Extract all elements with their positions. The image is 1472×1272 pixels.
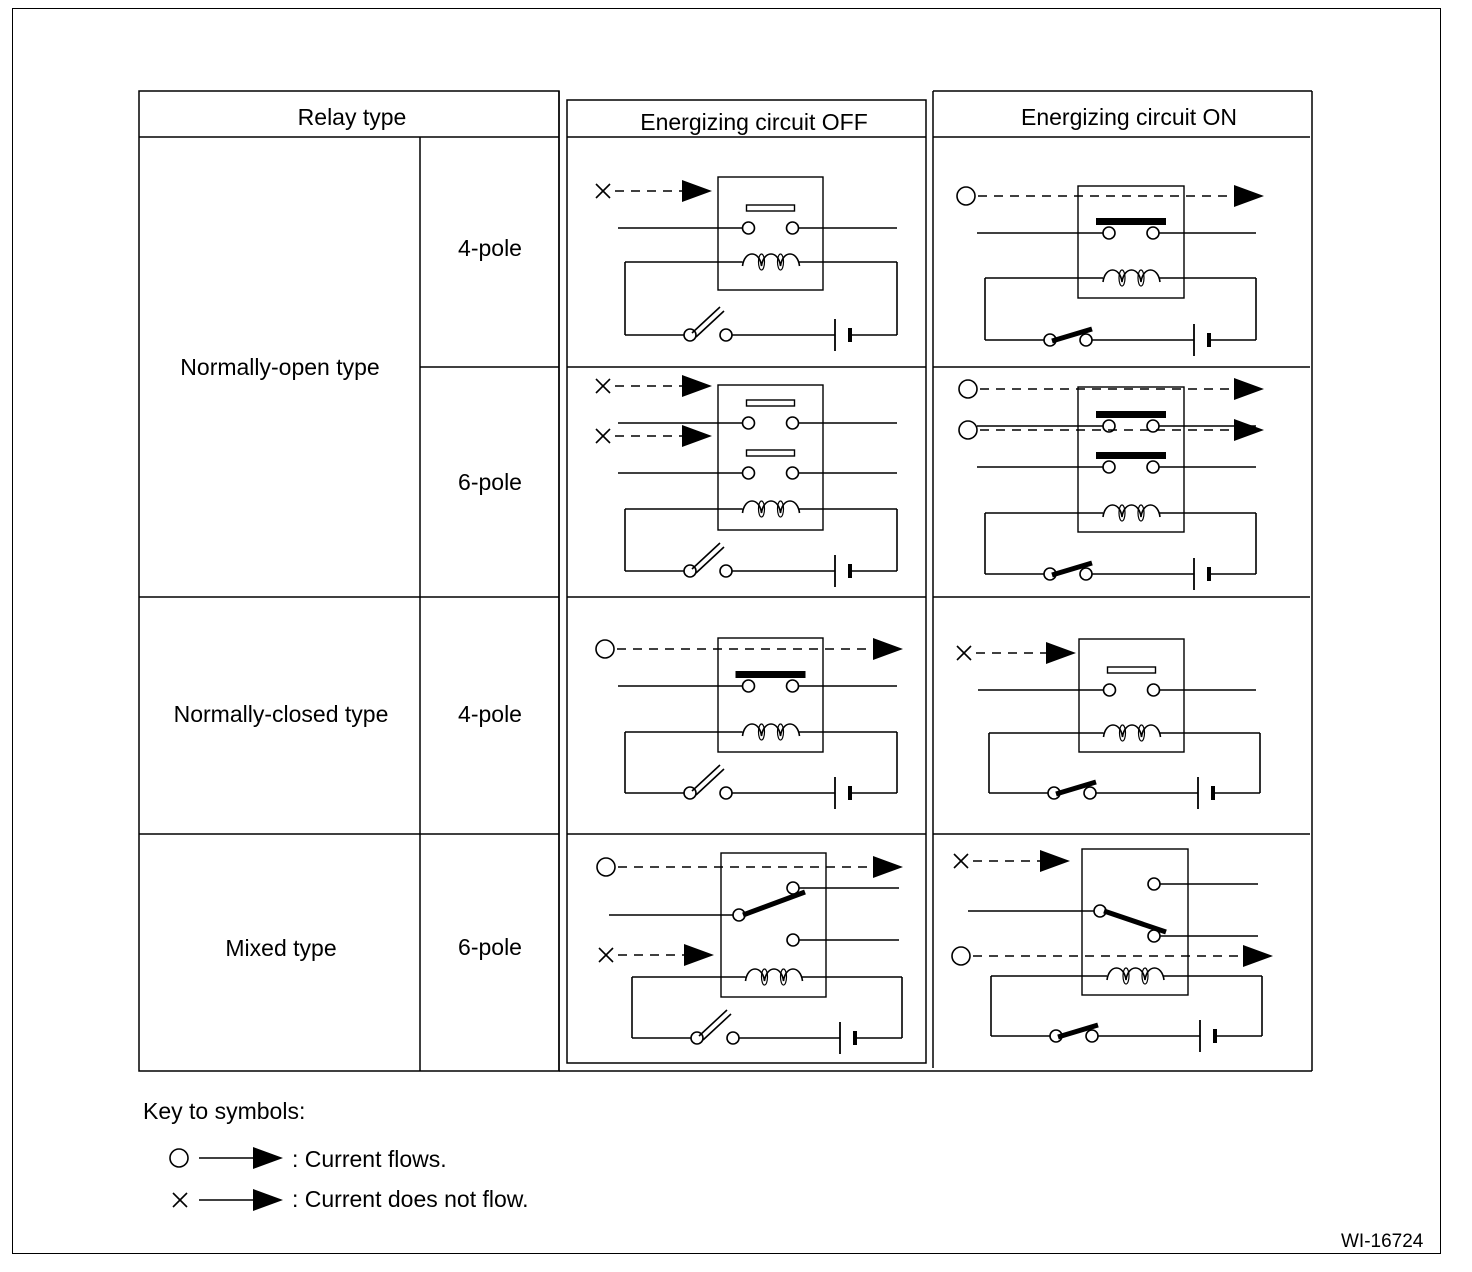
relay-box (717, 176, 824, 291)
header-relay-type: Relay type (297, 104, 407, 130)
arrow-head-icon (873, 638, 903, 660)
relay-box (1081, 848, 1189, 996)
switch-lever-open-icon (691, 764, 721, 792)
coil-icon (1106, 967, 1165, 981)
switch-lever-closed-icon (1051, 560, 1093, 578)
coil-icon (741, 500, 801, 514)
contact-point-icon (785, 416, 800, 430)
header-circuit-off: Energizing circuit OFF (640, 109, 868, 135)
contact-point-icon (1102, 419, 1116, 433)
closed-contact-bar-icon (1096, 411, 1166, 418)
flow-circle-icon (951, 946, 971, 966)
closed-contact-bar-icon (1096, 218, 1166, 225)
coil-icon (1102, 504, 1161, 518)
pole-label-row2: 6-pole (458, 469, 522, 495)
arrow-head-icon (1234, 185, 1264, 207)
upper-contact-icon (1147, 877, 1161, 891)
closed-contact-bar-icon (1096, 452, 1166, 459)
arrow-head-icon (682, 180, 712, 202)
coil-icon (741, 253, 801, 267)
contact-point-icon (785, 679, 800, 693)
arrow-head-icon (253, 1147, 283, 1169)
table-grid (138, 90, 1313, 1072)
key-no-flow-text: : Current does not flow. (292, 1186, 529, 1212)
legend-flow-circle-icon (169, 1148, 189, 1168)
coil-icon (1102, 269, 1161, 283)
flow-circle-icon (956, 186, 976, 206)
arrow-head-icon (873, 856, 903, 878)
arrow-head-icon (684, 944, 714, 966)
open-contact-bar-icon (1106, 666, 1157, 674)
relay-box (717, 384, 824, 531)
flow-circle-icon (596, 857, 616, 877)
arrow-head-icon (1040, 850, 1070, 872)
type-label-normally-open: Normally-open type (180, 354, 380, 380)
switch-lever-open-icon (691, 542, 721, 570)
flow-circle-icon (958, 420, 978, 440)
closed-contact-bar-icon (735, 671, 806, 678)
contact-point-icon (1102, 460, 1116, 474)
pole-label-row3: 4-pole (458, 701, 522, 727)
contact-point-icon (1102, 683, 1117, 697)
switch-contact-icon (719, 564, 733, 578)
key-flows-text: : Current flows. (292, 1146, 447, 1172)
type-label-normally-closed: Normally-closed type (173, 701, 389, 727)
contact-point-icon (785, 221, 800, 235)
relay-box (717, 637, 824, 753)
flow-circle-icon (958, 379, 978, 399)
contact-point-icon (741, 416, 756, 430)
switch-lever-open-icon (698, 1009, 728, 1037)
arrow-head-icon (1046, 642, 1076, 664)
switch-lever-closed-icon (1051, 326, 1093, 344)
relay-box (1077, 386, 1185, 533)
switch-contact-icon (719, 328, 733, 342)
header-circuit-on: Energizing circuit ON (1020, 104, 1238, 130)
switch-lever-closed-icon (1055, 779, 1097, 797)
coil-icon (1102, 724, 1162, 738)
arrow-head-icon (1234, 378, 1264, 400)
arrow-head-icon (1243, 945, 1273, 967)
switch-contact-icon (719, 786, 733, 800)
movable-contact-bar-icon (1103, 908, 1167, 935)
flow-circle-icon (595, 639, 615, 659)
coil-icon (744, 968, 804, 982)
contact-point-icon (741, 679, 756, 693)
open-contact-bar-icon (745, 204, 796, 212)
key-title: Key to symbols: (143, 1098, 306, 1124)
switch-contact-icon (1079, 567, 1093, 581)
movable-contact-bar-icon (742, 889, 806, 918)
relay-box (720, 852, 827, 998)
arrow-head-icon (1234, 419, 1264, 441)
switch-contact-icon (1085, 1029, 1099, 1043)
contact-point-icon (1146, 226, 1160, 240)
contact-point-icon (785, 466, 800, 480)
open-contact-bar-icon (745, 449, 796, 457)
arrow-head-icon (253, 1189, 283, 1211)
contact-point-icon (1102, 226, 1116, 240)
coil-icon (741, 723, 801, 737)
open-contact-bar-icon (745, 399, 796, 407)
contact-point-icon (741, 221, 756, 235)
contact-point-icon (1146, 460, 1160, 474)
contact-point-icon (1146, 683, 1161, 697)
switch-lever-closed-icon (1057, 1022, 1099, 1040)
type-label-mixed: Mixed type (225, 935, 337, 961)
lower-contact-icon (786, 933, 800, 947)
switch-contact-icon (1083, 786, 1097, 800)
relay-box (1078, 638, 1185, 753)
pole-label-row1: 4-pole (458, 235, 522, 261)
figure-frame (12, 8, 1441, 1254)
switch-lever-open-icon (691, 306, 721, 334)
upper-contact-icon (786, 881, 800, 895)
figure-id: WI-16724 (1341, 1231, 1424, 1252)
switch-contact-icon (726, 1031, 740, 1045)
contact-point-icon (1146, 419, 1160, 433)
switch-contact-icon (1079, 333, 1093, 347)
arrow-head-icon (682, 375, 712, 397)
arrow-head-icon (682, 425, 712, 447)
relay-box (1077, 185, 1185, 299)
contact-point-icon (741, 466, 756, 480)
pole-label-row4: 6-pole (458, 934, 522, 960)
